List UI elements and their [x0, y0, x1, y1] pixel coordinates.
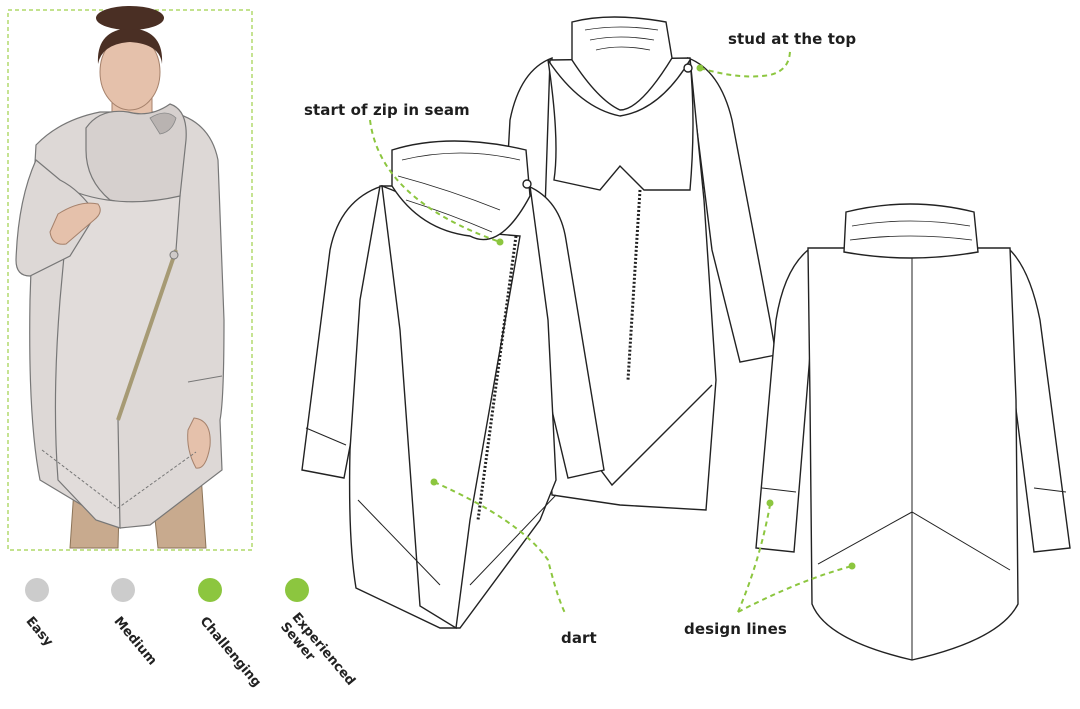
stud-leader [699, 49, 791, 78]
design-leader-1 [737, 504, 771, 613]
callout-stud-at-top: stud at the top [728, 30, 857, 48]
middle-cowl [547, 57, 694, 191]
callout-design-lines: design lines [684, 620, 787, 638]
back-right-sleeve [1005, 248, 1071, 553]
back-body [807, 247, 1019, 661]
dart-leader [433, 481, 567, 616]
front-stud [522, 179, 532, 189]
middle-collar [571, 16, 673, 111]
collar-lining [149, 112, 177, 135]
front-left-sleeve [301, 185, 383, 479]
middle-stud [683, 63, 693, 73]
back-collar [843, 203, 979, 259]
front-panel [54, 189, 181, 529]
zip-leader [369, 119, 501, 243]
front-cowl [391, 140, 531, 241]
design-leader-2 [737, 565, 853, 613]
middle-right-sleeve [687, 56, 777, 363]
left-hand [49, 202, 101, 245]
stud [169, 250, 179, 260]
coat-flat-front [301, 140, 605, 630]
callout-points [430, 64, 856, 570]
hair [97, 28, 163, 64]
model-illustration [7, 6, 253, 551]
callout-dart: dart [561, 629, 597, 647]
callout-leaders [369, 49, 853, 616]
back-left-sleeve [755, 248, 813, 553]
callout-start-of-zip: start of zip in seam [304, 101, 470, 119]
difficulty-dot-easy [25, 578, 49, 602]
difficulty-dot-medium [111, 578, 135, 602]
difficulty-dot-experienced [285, 578, 309, 602]
right-hand [187, 417, 211, 469]
zip [116, 249, 178, 421]
difficulty-dot-challenging [198, 578, 222, 602]
front-right-sleeve [527, 184, 605, 479]
coat-flat-back [755, 203, 1071, 661]
hair-bun [96, 6, 164, 30]
